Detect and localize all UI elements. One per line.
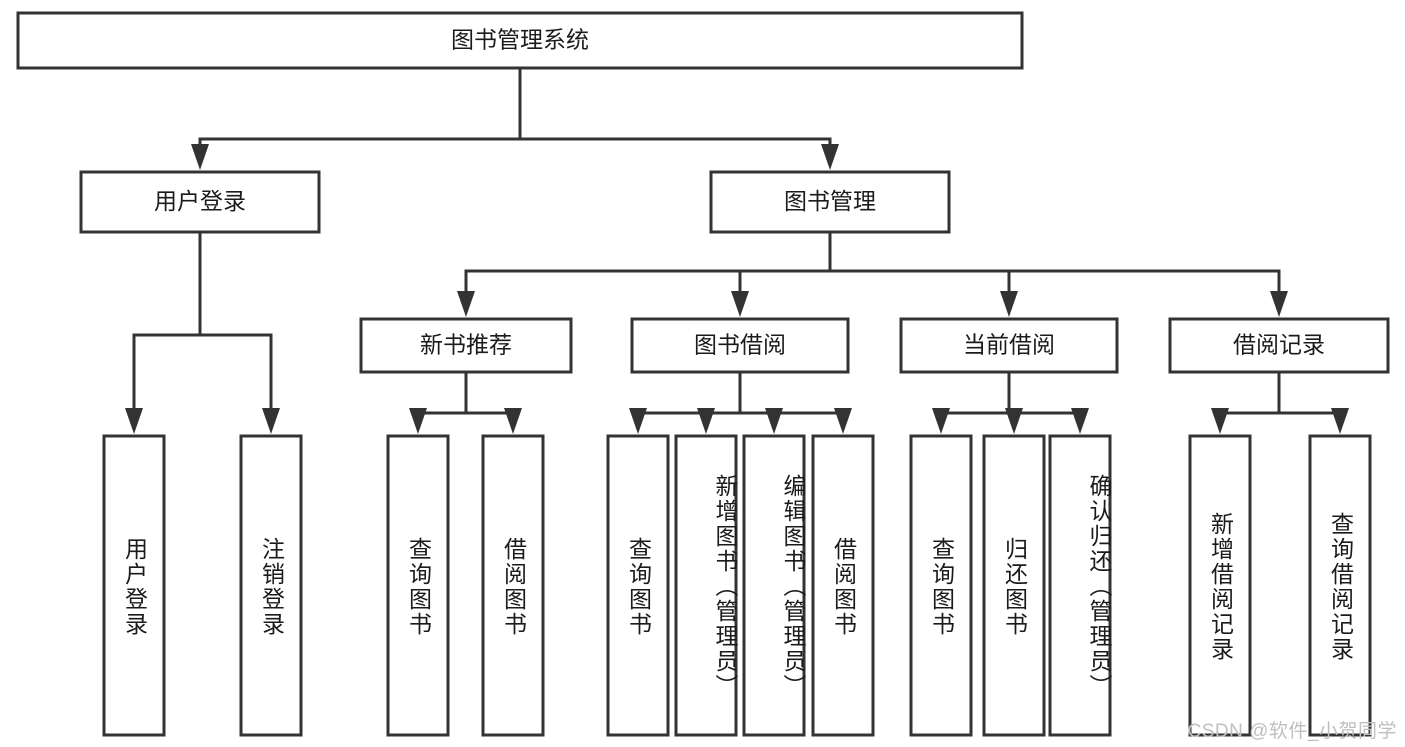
node-label-l3-新书推荐: 新书推荐 <box>420 332 512 358</box>
node-label-l3-借阅记录: 借阅记录 <box>1233 332 1325 358</box>
node-box-leaf-0-用户登录[interactable] <box>102 434 166 737</box>
arrow-head-icon <box>731 291 749 317</box>
node-box-l3-当前借阅[interactable] <box>899 317 1119 374</box>
arrow-head-icon <box>409 408 427 434</box>
node-box-l2-图书管理[interactable] <box>709 170 951 234</box>
node-box-l3-图书借阅[interactable] <box>630 317 850 374</box>
csdn-watermark: CSDN @软件_小贺同学 <box>1187 721 1397 742</box>
arrow-head-icon <box>191 144 209 170</box>
arrow-head-icon <box>697 408 715 434</box>
arrow-head-icon <box>1005 408 1023 434</box>
node-label-l2-图书管理: 图书管理 <box>784 188 876 214</box>
node-label-root: 图书管理系统 <box>451 27 589 53</box>
node-box-leaf-8-查询图书[interactable] <box>909 434 973 737</box>
connector-lines <box>125 66 1349 434</box>
node-box-leaf-4-查询图书[interactable] <box>606 434 670 737</box>
arrow-head-icon <box>1331 408 1349 434</box>
node-box-leaf-10-确认归还管理员[interactable] <box>1048 434 1112 737</box>
arrow-head-icon <box>262 408 280 434</box>
arrow-head-icon <box>1211 408 1229 434</box>
node-box-leaf-9-归还图书[interactable] <box>982 434 1046 737</box>
node-boxes <box>16 11 1390 737</box>
arrow-head-icon <box>1270 291 1288 317</box>
node-box-l2-用户登录[interactable] <box>79 170 321 234</box>
arrow-head-icon <box>1000 291 1018 317</box>
node-box-leaf-11-新增借阅记录[interactable] <box>1188 434 1252 737</box>
node-box-leaf-6-编辑图书管理员[interactable] <box>742 434 806 737</box>
arrow-head-icon <box>834 408 852 434</box>
node-label-l3-图书借阅: 图书借阅 <box>694 332 786 358</box>
node-box-l3-新书推荐[interactable] <box>359 317 573 374</box>
arrow-head-icon <box>1071 408 1089 434</box>
node-box-leaf-5-新增图书管理员[interactable] <box>674 434 738 737</box>
arrow-head-icon <box>821 144 839 170</box>
node-label-l3-当前借阅: 当前借阅 <box>963 332 1055 358</box>
node-label-l2-用户登录: 用户登录 <box>154 188 246 214</box>
arrow-head-icon <box>932 408 950 434</box>
node-box-leaf-1-注销登录[interactable] <box>239 434 303 737</box>
node-box-leaf-12-查询借阅记录[interactable] <box>1308 434 1372 737</box>
arrow-head-icon <box>504 408 522 434</box>
node-box-leaf-7-借阅图书[interactable] <box>811 434 875 737</box>
node-box-leaf-3-借阅图书[interactable] <box>481 434 545 737</box>
node-box-l3-借阅记录[interactable] <box>1168 317 1390 374</box>
arrow-head-icon <box>457 291 475 317</box>
node-box-leaf-2-查询图书[interactable] <box>386 434 450 737</box>
arrow-head-icon <box>629 408 647 434</box>
arrow-head-icon <box>765 408 783 434</box>
arrow-head-icon <box>125 408 143 434</box>
node-box-root[interactable] <box>16 11 1024 70</box>
